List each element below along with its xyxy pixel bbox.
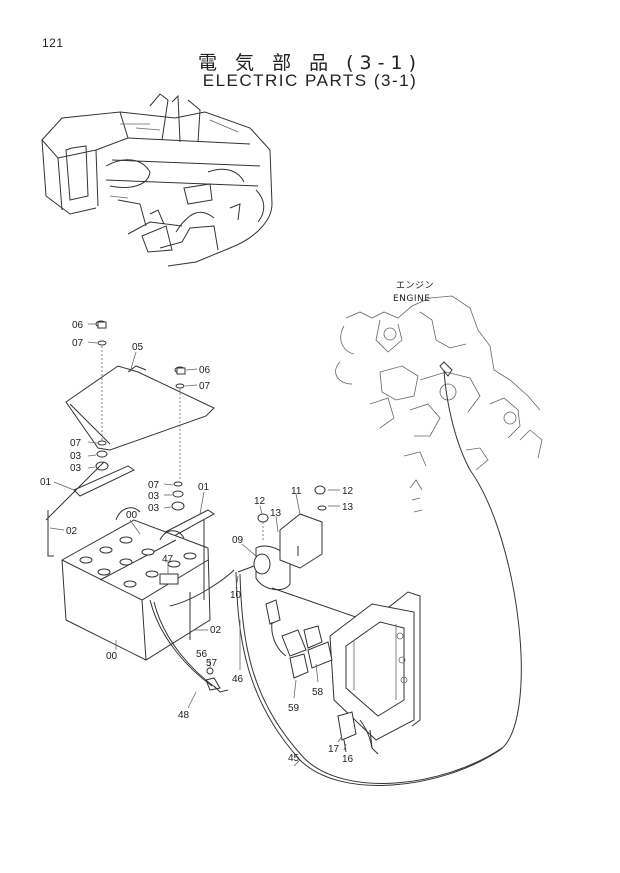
leader-lines bbox=[49, 323, 347, 767]
callout-03-d: 03 bbox=[148, 503, 160, 514]
engine-outline bbox=[335, 295, 543, 513]
mounting-frame bbox=[271, 587, 421, 755]
callout-labels: 06 07 05 06 07 07 03 03 01 07 03 03 01 0… bbox=[40, 320, 354, 765]
callout-11: 11 bbox=[291, 486, 302, 497]
callout-48: 48 bbox=[178, 710, 190, 721]
callout-07-d: 07 bbox=[148, 480, 160, 491]
battery-relay-assembly bbox=[237, 485, 327, 591]
callout-12-b: 12 bbox=[342, 486, 354, 497]
battery-group bbox=[45, 461, 211, 661]
callout-17: 17 bbox=[328, 744, 340, 755]
battery-cables bbox=[149, 361, 522, 786]
page-number: 121 bbox=[42, 36, 64, 50]
callout-07-c: 07 bbox=[70, 438, 82, 449]
callout-57: 57 bbox=[206, 658, 218, 669]
hardware-left bbox=[73, 320, 136, 497]
page-title-english: ELECTRIC PARTS (3-1) bbox=[202, 71, 418, 90]
callout-47: 47 bbox=[162, 554, 174, 565]
callout-13-a: 13 bbox=[270, 508, 282, 519]
page-title-japanese: 電 気 部 品 (3-1) bbox=[197, 52, 423, 74]
callout-13-b: 13 bbox=[342, 502, 354, 513]
callout-03-c: 03 bbox=[148, 491, 160, 502]
callout-00-b: 00 bbox=[106, 651, 118, 662]
callout-06-b: 06 bbox=[199, 365, 211, 376]
callout-09: 09 bbox=[232, 535, 244, 546]
callout-01-a: 01 bbox=[40, 477, 52, 488]
callout-02-a: 02 bbox=[66, 526, 78, 537]
callout-02-b: 02 bbox=[210, 625, 222, 636]
callout-58: 58 bbox=[312, 687, 324, 698]
callout-03-b: 03 bbox=[70, 463, 82, 474]
callout-01-b: 01 bbox=[198, 482, 210, 493]
callout-59: 59 bbox=[288, 703, 300, 714]
callout-00-a: 00 bbox=[126, 510, 138, 521]
callout-06-a: 06 bbox=[72, 320, 84, 331]
callout-16: 16 bbox=[342, 754, 354, 765]
callout-07-b: 07 bbox=[199, 381, 211, 392]
callout-46: 46 bbox=[232, 674, 244, 685]
battery-cover-plate bbox=[65, 365, 215, 451]
callout-45: 45 bbox=[288, 753, 300, 764]
callout-07-a: 07 bbox=[72, 338, 84, 349]
connectors bbox=[265, 599, 373, 753]
callout-12-a: 12 bbox=[254, 496, 266, 507]
callout-56: 56 bbox=[196, 649, 208, 660]
engine-label-english: ENGINE bbox=[393, 294, 430, 304]
callout-05: 05 bbox=[132, 342, 144, 353]
engine-label-japanese: エンジン bbox=[396, 281, 434, 291]
callout-03-a: 03 bbox=[70, 451, 82, 462]
excavator-overview-sketch bbox=[41, 93, 273, 267]
callout-10: 10 bbox=[230, 590, 242, 601]
